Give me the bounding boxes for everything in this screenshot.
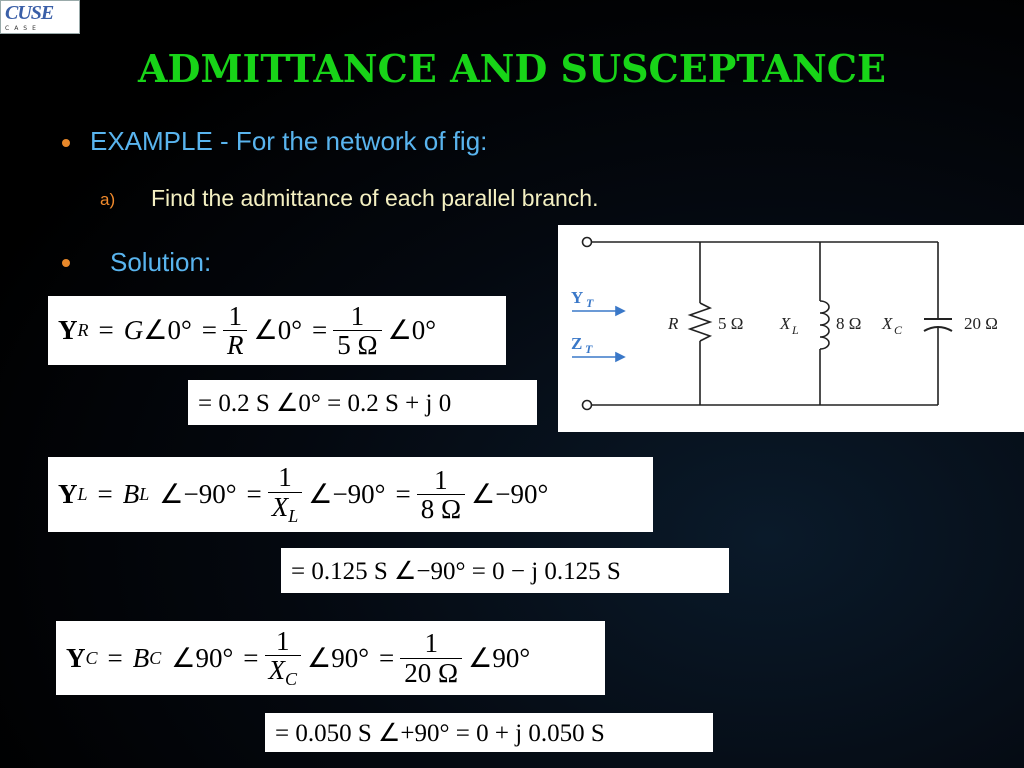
inductor-value: 8 Ω [836, 314, 861, 333]
solution-text: Solution: [110, 247, 212, 277]
eq-angle: ∠−90° [308, 479, 386, 509]
eq-symbol: Y [66, 642, 86, 673]
example-text: EXAMPLE - For the network of fig: [90, 126, 488, 156]
frac-numerator: 1 [424, 628, 438, 659]
capacitor-subscript: C [894, 323, 903, 337]
logo-subtext: CASE [5, 25, 41, 32]
inductor-label: X [779, 314, 791, 333]
eq-symbol: Y [58, 315, 78, 345]
equation-yr-2: = 0.2 S ∠0° = 0.2 S + j 0 [188, 380, 537, 425]
eq-subscript: L [139, 484, 150, 504]
eq-subscript: C [149, 647, 162, 668]
frac-numerator: 1 [228, 300, 242, 331]
inductor-symbol [819, 300, 830, 350]
equation-yl-2: = 0.125 S ∠−90° = 0 − j 0.125 S [281, 548, 729, 593]
eq-angle: ∠0° [387, 315, 437, 345]
eq-sign: = [97, 479, 113, 509]
resistor-label: R [667, 314, 679, 333]
frac-numerator: 1 [434, 464, 448, 495]
frac-numerator: 1 [278, 462, 292, 493]
terminal-bottom [581, 399, 593, 411]
eq-angle: ∠0° [253, 315, 302, 345]
circuit-svg: Y T Z T R 5 Ω X L 8 Ω X C 20 Ω [571, 236, 998, 411]
eq-angle: ∠−90° [471, 479, 549, 509]
eq-sign: = [107, 642, 123, 673]
equation-yc-2: = 0.050 S ∠+90° = 0 + j 0.050 S [265, 713, 713, 752]
eq-subscript: R [77, 320, 89, 340]
yt-label: Y [571, 288, 583, 307]
eq-term: B [122, 479, 140, 509]
eq-subscript: L [288, 505, 299, 526]
capacitor-label: X [881, 314, 893, 333]
frac-denominator: 8 Ω [416, 494, 466, 523]
resistor-symbol [687, 302, 713, 342]
logo: CUSE CASE [0, 0, 80, 34]
slide-title: ADMITTANCE AND SUSCEPTANCE [138, 46, 886, 91]
eq-sign: = [201, 315, 217, 345]
eq-angle: ∠90° [307, 642, 370, 673]
eq-term: G [123, 315, 144, 345]
eq-term: B [132, 642, 150, 673]
sub-item-label: a) [100, 190, 116, 209]
terminal-top [581, 236, 593, 248]
frac-denominator: 5 Ω [333, 330, 382, 359]
eq-sign: = [395, 479, 411, 509]
eq-sign: = [98, 315, 114, 345]
yt-subscript: T [586, 296, 594, 310]
eq-angle: ∠90° [171, 642, 234, 673]
inductor-subscript: L [791, 323, 799, 337]
eq-subscript: L [77, 484, 88, 504]
sub-item-text: Find the admittance of each parallel bra… [151, 185, 599, 211]
bullet-dot [62, 259, 70, 267]
eq-symbol: Y [58, 479, 78, 509]
frac-denominator: XC [264, 655, 302, 690]
frac-denominator: XL [267, 491, 303, 526]
frac-denominator: 20 Ω [400, 657, 463, 687]
frac-numerator: 1 [276, 625, 290, 656]
bullet-dot [62, 139, 70, 147]
eq-sign: = [312, 315, 328, 345]
zt-subscript: T [585, 342, 593, 356]
frac-numerator: 1 [350, 300, 365, 331]
zt-label: Z [571, 334, 582, 353]
frac-den-symbol: X [268, 655, 286, 686]
eq-angle: ∠0° [143, 315, 192, 345]
eq-angle: ∠90° [468, 642, 531, 673]
eq-sign: = [246, 479, 262, 509]
logo-mark: CUSE [5, 2, 54, 24]
resistor-value: 5 Ω [718, 314, 743, 333]
eq-sign: = [243, 642, 259, 673]
frac-denominator: R [222, 330, 248, 359]
eq-angle: ∠−90° [159, 479, 237, 509]
eq-subscript: C [85, 647, 98, 668]
eq-sign: = [379, 642, 395, 673]
capacitor-value: 20 Ω [964, 314, 998, 333]
frac-den-symbol: X [271, 491, 289, 522]
eq-subscript: C [285, 669, 298, 690]
circuit-diagram: Y T Z T R 5 Ω X L 8 Ω X C 20 Ω [558, 225, 1024, 432]
